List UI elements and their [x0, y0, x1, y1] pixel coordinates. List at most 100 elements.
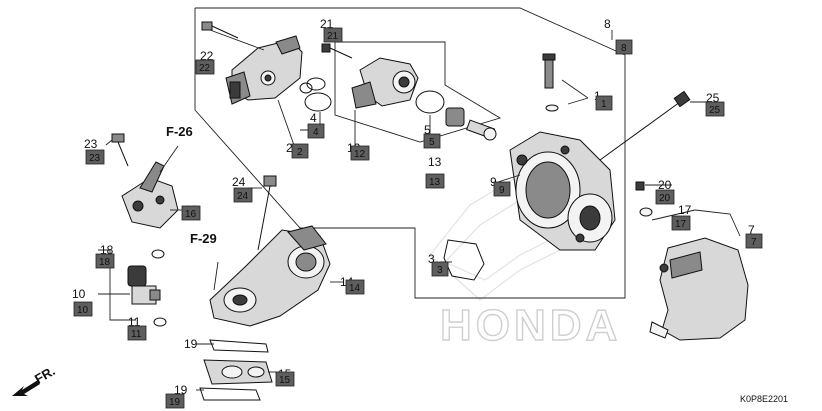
box-22: 22	[195, 59, 215, 75]
box-14: 14	[345, 279, 365, 295]
bracket-16	[121, 161, 179, 229]
box-24: 24	[233, 187, 253, 203]
svg-text:1: 1	[601, 99, 607, 110]
svg-text:16: 16	[185, 209, 197, 220]
bolt-25	[599, 90, 691, 161]
svg-text:23: 23	[89, 153, 101, 164]
sensor-unit-22	[209, 29, 303, 105]
gasket-19-lower	[199, 387, 261, 401]
box-15: 15	[275, 371, 295, 387]
box-23: 23	[85, 149, 105, 165]
svg-text:8: 8	[621, 43, 627, 54]
callout-2: 2	[286, 141, 293, 155]
svg-text:4: 4	[313, 127, 319, 138]
box-2: 2	[291, 143, 309, 159]
o-ring-18	[151, 249, 165, 259]
svg-text:20: 20	[659, 193, 671, 204]
box-21: 21	[323, 27, 343, 43]
callout-21: 21	[320, 17, 334, 31]
svg-text:9: 9	[499, 185, 505, 196]
sensor-12	[351, 57, 419, 109]
screw-1	[542, 53, 559, 112]
box-12: 12	[350, 145, 370, 161]
svg-text:13: 13	[429, 177, 441, 188]
box-9: 9	[493, 181, 511, 197]
injector-10	[127, 265, 161, 305]
valve-13	[445, 107, 497, 141]
callout-10: 10	[72, 287, 86, 301]
box-18: 18	[95, 253, 115, 269]
group-outline	[194, 7, 626, 299]
front-arrow: FR.	[12, 363, 58, 396]
callout-5: 5	[424, 123, 431, 137]
bolt-21	[321, 43, 353, 59]
callout-22: 22	[200, 49, 214, 63]
callout-19-lower: 19	[174, 383, 188, 397]
callout-23: 23	[84, 137, 98, 151]
o-ring-4	[299, 77, 332, 112]
box-13: 13	[425, 173, 445, 189]
svg-text:11: 11	[131, 329, 142, 340]
svg-text:12: 12	[354, 149, 366, 160]
callout-8: 8	[604, 17, 611, 31]
ref-f29[interactable]: F-29	[190, 231, 217, 246]
callout-17: 17	[678, 203, 692, 217]
intake-manifold-14	[209, 225, 331, 327]
box-11: 11	[127, 325, 147, 341]
svg-text:10: 10	[77, 305, 89, 316]
o-ring-5	[415, 90, 445, 114]
callout-13: 13	[428, 155, 442, 169]
svg-text:14: 14	[349, 283, 361, 294]
svg-text:25: 25	[709, 105, 721, 116]
callout-25: 25	[706, 91, 720, 105]
box-10: 10	[73, 301, 93, 317]
o-ring-11	[153, 317, 167, 327]
svg-text:17: 17	[675, 219, 687, 230]
boxed-labels: 1 2 3 4 5 7 8 9 10 11 12 13 14 15 16 17 …	[73, 27, 763, 409]
box-20: 20	[655, 189, 675, 205]
bolt-24	[257, 175, 277, 251]
box-16: 16	[181, 205, 201, 221]
callout-20: 20	[658, 178, 672, 192]
svg-text:15: 15	[279, 375, 291, 386]
ref-f26[interactable]: F-26	[166, 124, 193, 139]
screw-20	[635, 181, 653, 217]
box-3: 3	[431, 261, 449, 277]
svg-text:22: 22	[199, 63, 211, 74]
svg-text:21: 21	[327, 31, 339, 42]
callout-11: 11	[128, 315, 141, 329]
diagram-code: K0P8E2201	[740, 394, 788, 404]
bolt-23	[111, 133, 129, 167]
svg-text:2: 2	[297, 147, 303, 158]
box-1: 1	[595, 95, 613, 111]
callout-24: 24	[232, 175, 246, 189]
svg-text:18: 18	[99, 257, 111, 268]
sensor-subgroup-outline	[334, 41, 502, 143]
svg-text:3: 3	[437, 265, 443, 276]
callout-7: 7	[748, 223, 755, 237]
svg-text:5: 5	[429, 137, 435, 148]
callout-19-upper: 19	[184, 337, 198, 351]
gasket-19-upper	[209, 339, 269, 353]
svg-text:24: 24	[237, 191, 249, 202]
box-8: 8	[615, 39, 633, 55]
box-5: 5	[423, 133, 441, 149]
box-7: 7	[745, 233, 763, 249]
cover-7	[649, 237, 749, 341]
svg-text:7: 7	[751, 237, 757, 248]
callout-3: 3	[428, 252, 435, 266]
insulator-15	[203, 359, 273, 385]
throttle-body-9	[509, 131, 616, 251]
box-17: 17	[671, 215, 691, 231]
bolt-22	[201, 21, 239, 39]
front-arrow-icon	[12, 380, 40, 396]
box-4: 4	[307, 123, 325, 139]
honda-watermark: HONDA	[429, 169, 621, 351]
svg-text:19: 19	[169, 397, 181, 408]
honda-watermark-text: HONDA	[440, 301, 621, 350]
gasket-3	[443, 239, 485, 281]
callout-9: 9	[490, 175, 497, 189]
box-25: 25	[705, 101, 725, 117]
callout-4: 4	[310, 111, 317, 125]
